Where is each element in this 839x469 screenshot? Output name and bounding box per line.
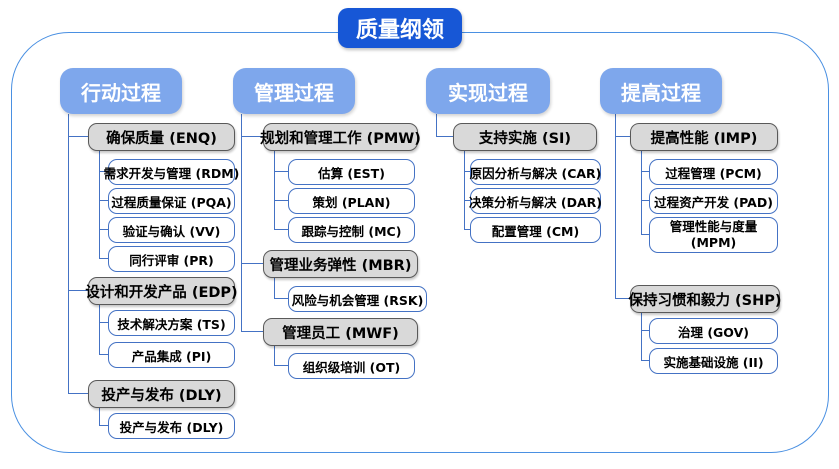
connector-line xyxy=(241,263,263,264)
node-mbr: 管理业务弹性 (MBR) xyxy=(263,250,418,278)
connector-line xyxy=(274,171,288,172)
connector-line xyxy=(436,114,437,137)
node-pad: 过程资产开发 (PAD) xyxy=(649,188,778,214)
connector-line xyxy=(99,425,108,426)
node-dly: 投产与发布 (DLY) xyxy=(88,380,235,408)
connector-line xyxy=(99,305,100,355)
connector-line xyxy=(641,234,649,235)
node-dly-sub: 投产与发布 (DLY) xyxy=(108,413,235,439)
connector-line xyxy=(641,313,642,361)
node-si: 支持实施 (SI) xyxy=(453,123,597,151)
node-enq: 确保质量 (ENQ) xyxy=(88,123,235,151)
connector-line xyxy=(641,330,649,331)
connector-line xyxy=(464,171,470,172)
connector-line xyxy=(68,290,88,291)
connector-line xyxy=(99,151,100,259)
node-ot: 组织级培训 (OT) xyxy=(288,353,415,379)
node-pi: 产品集成 (PI) xyxy=(108,342,235,368)
node-mwf: 管理员工 (MWF) xyxy=(263,318,418,346)
connector-line xyxy=(464,200,470,201)
node-cm: 配置管理 (CM) xyxy=(470,217,601,243)
connector-line xyxy=(99,354,108,355)
node-dar: 决策分析与解决 (DAR) xyxy=(469,188,602,214)
node-rdm: 需求开发与管理 (RDM) xyxy=(104,159,239,185)
connector-line xyxy=(641,171,649,172)
connector-line xyxy=(615,114,616,299)
connector-line xyxy=(99,258,108,259)
connector-line xyxy=(274,365,288,366)
connector-line xyxy=(464,229,470,230)
node-plan: 策划 (PLAN) xyxy=(288,188,415,214)
connector-line xyxy=(99,322,108,323)
connector-line xyxy=(274,151,275,230)
node-rsk: 风险与机会管理 (RSK) xyxy=(288,286,427,312)
node-pr: 同行评审 (PR) xyxy=(108,246,235,272)
connector-line xyxy=(641,151,642,235)
connector-line xyxy=(241,136,263,137)
node-mpm: 管理性能与度量 (MPM) xyxy=(649,217,778,253)
connector-line xyxy=(241,114,242,332)
connector-line xyxy=(99,408,100,426)
connector-line xyxy=(436,136,453,137)
connector-line xyxy=(99,229,108,230)
connector-line xyxy=(641,200,649,201)
node-imp: 提高性能 (IMP) xyxy=(630,123,778,151)
node-gov: 治理 (GOV) xyxy=(649,318,778,344)
node-pcm: 过程管理 (PCM) xyxy=(649,159,778,185)
node-ii: 实施基础设施 (II) xyxy=(649,348,778,374)
header-implementation-process: 实现过程 xyxy=(426,68,550,114)
connector-line xyxy=(274,278,275,298)
connector-line xyxy=(274,346,275,366)
node-pmw: 规划和管理工作 (PMW) xyxy=(260,123,421,151)
connector-line xyxy=(615,298,630,299)
header-improvement-process: 提高过程 xyxy=(600,68,722,114)
connector-line xyxy=(274,200,288,201)
connector-line xyxy=(241,331,263,332)
header-management-process: 管理过程 xyxy=(233,68,355,114)
connector-line xyxy=(68,393,88,394)
diagram-title: 质量纲领 xyxy=(338,8,462,48)
header-action-process: 行动过程 xyxy=(60,68,182,114)
node-ts: 技术解决方案 (TS) xyxy=(108,310,235,336)
connector-line xyxy=(99,200,108,201)
node-vv: 验证与确认 (VV) xyxy=(108,217,235,243)
node-edp: 设计和开发产品 (EDP) xyxy=(85,277,238,305)
connector-line xyxy=(274,229,288,230)
connector-line xyxy=(68,136,88,137)
node-car: 原因分析与解决 (CAR) xyxy=(470,159,601,185)
node-pqa: 过程质量保证 (PQA) xyxy=(108,188,235,214)
node-shp: 保持习惯和毅力 (SHP) xyxy=(629,285,782,313)
connector-line xyxy=(99,171,108,172)
node-mc: 跟踪与控制 (MC) xyxy=(288,217,415,243)
connector-line xyxy=(464,151,465,230)
connector-line xyxy=(274,298,288,299)
connector-line xyxy=(68,114,69,394)
node-est: 估算 (EST) xyxy=(288,159,415,185)
connector-line xyxy=(641,360,649,361)
connector-line xyxy=(615,136,630,137)
